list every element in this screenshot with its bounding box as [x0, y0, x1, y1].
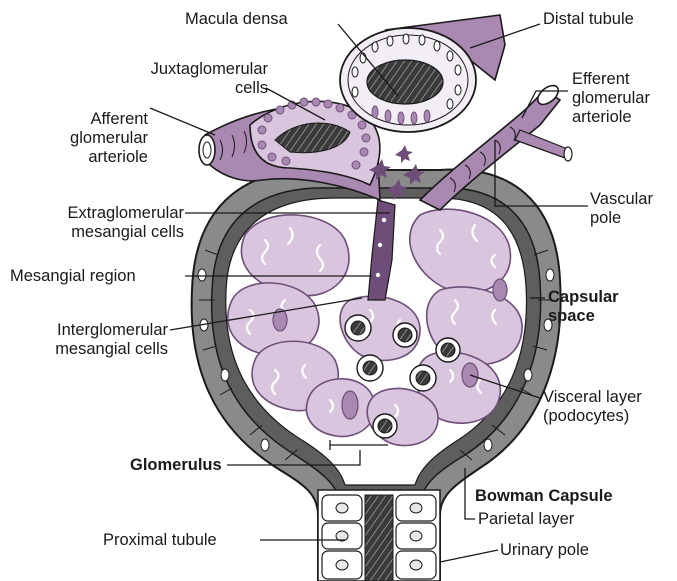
distal-tubule — [340, 15, 505, 132]
label-line: glomerular — [572, 89, 650, 108]
label-line: space — [548, 307, 619, 326]
label-urinary-pole: Urinary pole — [500, 541, 589, 560]
label-visceral-layer: Visceral layer (podocytes) — [543, 388, 642, 426]
label-distal-tubule: Distal tubule — [543, 10, 634, 29]
label-line: Capsular — [548, 288, 619, 307]
label-line: Visceral layer — [543, 388, 642, 407]
label-juxtaglomerular-cells: Juxtaglomerular cells — [100, 60, 268, 98]
label-line: cells — [100, 79, 268, 98]
label-line: arteriole — [40, 148, 148, 167]
label-mesangial-region: Mesangial region — [10, 267, 136, 286]
label-interglomerular-mesangial-cells: Interglomerular mesangial cells — [10, 321, 168, 359]
label-line: pole — [590, 209, 653, 228]
label-capsular-space: Capsular space — [548, 288, 619, 326]
label-vascular-pole: Vascular pole — [590, 190, 653, 228]
label-line: Afferent — [40, 110, 148, 129]
label-proximal-tubule: Proximal tubule — [103, 531, 217, 550]
label-extraglomerular-mesangial-cells: Extraglomerular mesangial cells — [20, 204, 184, 242]
proximal-tubule — [318, 490, 440, 581]
label-line: (podocytes) — [543, 407, 642, 426]
label-line: mesangial cells — [20, 223, 184, 242]
label-efferent-glomerular-arteriole: Efferent glomerular arteriole — [572, 70, 650, 127]
label-line: glomerular — [40, 129, 148, 148]
label-line: Efferent — [572, 70, 650, 89]
label-parietal-layer: Parietal layer — [478, 510, 574, 529]
label-line: Juxtaglomerular — [100, 60, 268, 79]
label-line: Vascular — [590, 190, 653, 209]
label-afferent-glomerular-arteriole: Afferent glomerular arteriole — [40, 110, 148, 167]
label-bowman-capsule: Bowman Capsule — [475, 487, 613, 506]
label-macula-densa: Macula densa — [185, 10, 288, 29]
label-line: Interglomerular — [10, 321, 168, 340]
label-glomerulus: Glomerulus — [130, 456, 222, 475]
label-line: arteriole — [572, 108, 650, 127]
label-line: Extraglomerular — [20, 204, 184, 223]
label-line: mesangial cells — [10, 340, 168, 359]
